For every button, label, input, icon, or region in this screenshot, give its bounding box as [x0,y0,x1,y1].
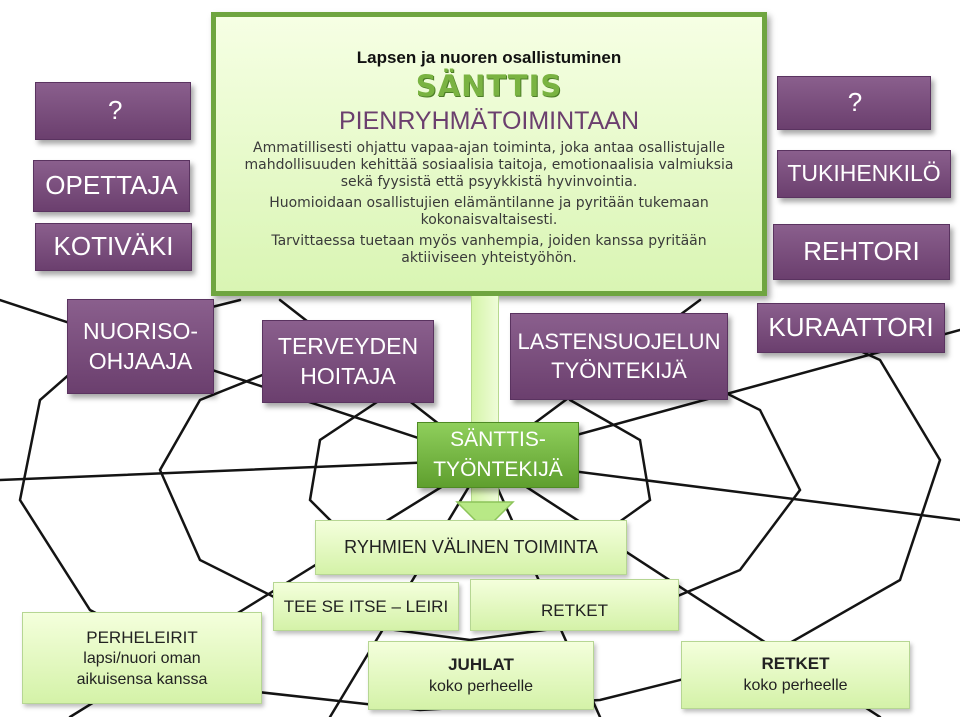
panel-heading: PIENRYHMÄTOIMINTAAN [216,106,762,136]
main-panel: Lapsen ja nuoren osallistuminen SÄNTTIS … [211,12,767,296]
retket-title: RETKET [762,653,830,675]
activity-tee-se-itse-leiri: TEE SE ITSE – LEIRI [273,582,459,631]
role-tukihenkilo: TUKIHENKILÖ [777,150,951,198]
panel-paragraph-3: Tarvittaessa tuetaan myös vanhempia, joi… [240,233,738,267]
unknown-role-right: ? [777,76,931,130]
perheleirit-title: PERHELEIRIT [86,627,197,648]
ryhmien-valinen-label: RYHMIEN VÄLINEN TOIMINTA [344,537,598,558]
activity-retket-top: RETKET [470,579,679,631]
role-santtis-tyontekija: SÄNTTIS- TYÖNTEKIJÄ [417,422,579,488]
terveyden-line-2: HOITAJA [300,362,395,392]
terveyden-line-1: TERVEYDEN [278,332,418,362]
activity-ryhmien-valinen-toiminta: RYHMIEN VÄLINEN TOIMINTA [315,520,627,575]
perheleirit-line-2: aikuisensa kanssa [77,669,208,690]
role-kotivaki: KOTIVÄKI [35,223,192,271]
panel-title: Lapsen ja nuoren osallistuminen [216,48,762,68]
retket-subtitle: koko perheelle [743,675,847,697]
activity-retket-bottom: RETKET koko perheelle [681,641,910,709]
panel-paragraph-2: Huomioidaan osallistujien elämäntilanne … [240,195,738,229]
role-terveydenhoitaja: TERVEYDEN HOITAJA [262,320,434,403]
brand-logo-text: SÄNTTIS [216,70,762,102]
role-opettaja: OPETTAJA [33,160,190,212]
nuoriso-line-1: NUORISO- [83,317,198,347]
panel-paragraph-1: Ammatillisesti ohjattu vapaa-ajan toimin… [240,140,738,191]
perheleirit-line-1: lapsi/nuori oman [83,648,200,669]
santtis-line-1: SÄNTTIS- [450,425,546,455]
lastensuojelu-line-2: TYÖNTEKIJÄ [551,357,687,386]
role-rehtori: REHTORI [773,224,950,280]
santtis-line-2: TYÖNTEKIJÄ [433,455,563,485]
role-nuoriso-ohjaaja: NUORISO- OHJAAJA [67,299,214,394]
tee-se-itse-label: TEE SE ITSE – LEIRI [284,597,448,617]
juhlat-subtitle: koko perheelle [429,676,533,698]
nuoriso-line-2: OHJAAJA [89,347,193,377]
activity-perheleirit: PERHELEIRIT lapsi/nuori oman aikuisensa … [22,612,262,704]
lastensuojelu-line-1: LASTENSUOJELUN [518,328,721,357]
role-lastensuojelun-tyontekija: LASTENSUOJELUN TYÖNTEKIJÄ [510,313,728,400]
retket-top-label: RETKET [541,601,608,621]
juhlat-title: JUHLAT [448,654,514,676]
role-kuraattori: KURAATTORI [757,303,945,353]
activity-juhlat: JUHLAT koko perheelle [368,641,594,710]
unknown-role-left: ? [35,82,191,140]
